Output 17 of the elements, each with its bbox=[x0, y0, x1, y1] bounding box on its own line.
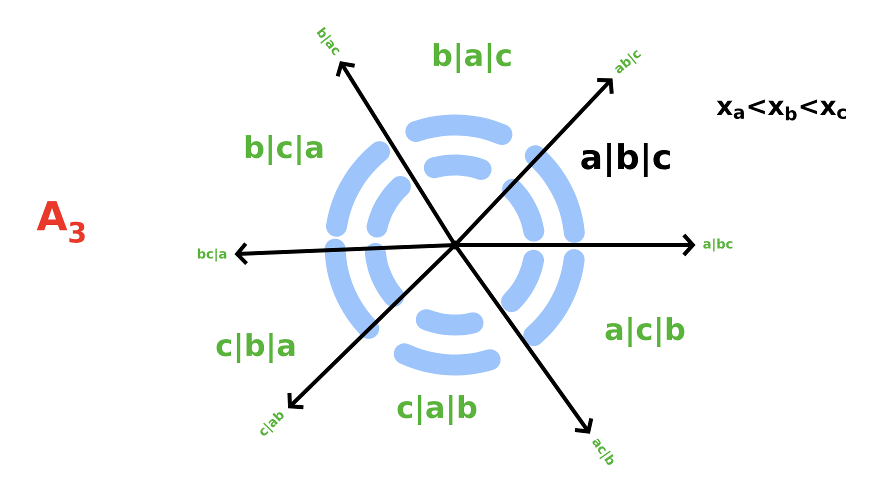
region-label: b|a|c bbox=[434, 43, 511, 73]
ray-label: a|bc bbox=[703, 238, 732, 252]
arrow bbox=[456, 78, 614, 244]
ray-label: bc|a bbox=[198, 248, 226, 262]
arrow bbox=[456, 246, 594, 434]
arrangement-title: A$_{3}$ bbox=[36, 201, 85, 243]
arrow bbox=[287, 246, 454, 410]
order-condition: x$_{a}$<x$_{b}$<x$_{c}$ bbox=[716, 99, 846, 121]
region-label: a|b|c bbox=[581, 143, 670, 177]
arrow bbox=[234, 242, 452, 265]
region-label: c|a|b bbox=[398, 395, 476, 425]
region-label: a|c|b bbox=[606, 317, 684, 347]
region-label: b|c|a bbox=[246, 135, 322, 165]
region-label: c|b|a bbox=[216, 333, 294, 363]
center-point bbox=[450, 240, 460, 250]
arrow bbox=[336, 61, 455, 244]
arrow bbox=[458, 234, 696, 256]
